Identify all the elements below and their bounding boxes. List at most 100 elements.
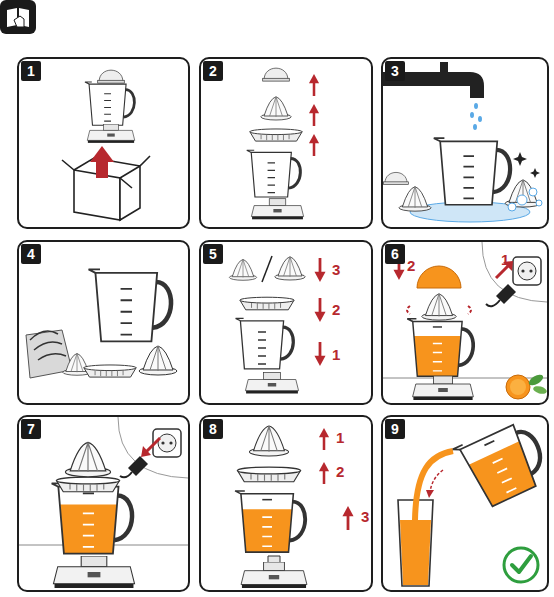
assemble-illustration [229,256,325,394]
strainer [238,467,301,482]
cone [65,442,110,476]
full-jug [235,491,305,552]
step-number: 5 [203,244,223,264]
cone-large [275,257,305,280]
step-number: 8 [203,419,223,439]
callout-number: 3 [361,509,369,525]
base [87,124,135,143]
remove-arrow [319,428,329,450]
remove-arrow [342,506,353,530]
cone [399,187,431,211]
full-jug [52,483,132,553]
lift-arrow [309,104,319,126]
water-drop [470,112,474,118]
hand [30,331,66,360]
strainer [250,129,302,141]
step-number: 3 [385,61,405,81]
unplug-arrow [146,438,160,452]
step-number: 2 [203,61,223,81]
base [413,376,474,400]
icon-background [0,0,36,34]
full-jug [453,416,553,511]
wash-illustration [383,62,542,222]
water-drop [478,116,482,122]
remove-arrow [319,462,329,484]
icon-hand [14,16,24,27]
orange-flesh [510,379,526,395]
base [251,199,303,220]
disassemble-illustration [247,68,319,219]
soap-bubble [529,188,537,196]
assemble-arrow [314,342,325,366]
lift-arrow [309,74,319,96]
step-number: 4 [21,244,41,264]
inset-border [118,417,188,478]
step-panel: 2 [199,57,373,229]
unplug-arrow-head [141,446,151,457]
wall-socket [513,257,541,285]
water-drop [474,103,478,109]
strainer [84,365,136,377]
lift-arrow [309,134,319,156]
cone [249,426,288,456]
soap-bubble [517,195,527,205]
step-panel: 5321 [199,240,373,405]
faucet-handle [440,62,448,72]
leaf [527,373,545,388]
callout-number: 1 [336,430,344,446]
callout-number: 1 [332,347,340,363]
pour-arrow [430,470,443,492]
assemble-arrow [314,258,325,282]
lid [263,68,290,81]
unbox-arrow [90,146,114,178]
unplug-illustration [19,417,188,588]
lid [384,172,409,184]
lid [98,70,125,83]
strainer [240,297,294,310]
juicing-illustration [383,242,548,400]
callout-number: 2 [336,464,344,480]
assemble-arrow [314,298,325,322]
box-side [120,166,140,220]
soap-bubble [508,203,516,211]
remove-illustration [235,426,353,588]
orange-half [417,266,461,288]
jug [236,318,294,368]
manual-icon [0,0,36,34]
cone-small [229,259,256,280]
juice-stream [415,451,453,520]
cone [139,346,177,375]
orange-slice [506,375,530,399]
step-number: 6 [385,244,405,264]
unbox-illustration [62,70,150,220]
base [245,373,298,394]
step-number: 9 [385,419,405,439]
step-panel: 7 [17,415,190,592]
step-panel: 1 [17,57,190,229]
jug [434,138,510,205]
step-number: 1 [21,61,41,81]
sparkle [513,152,540,178]
strainer [57,477,120,492]
step-panel: 9 [381,415,549,592]
cone [261,97,291,120]
jug [85,82,134,125]
plug-cord [486,300,500,306]
cone [422,294,456,320]
callout-number: 2 [332,302,340,318]
full-jug [407,319,473,377]
slash [262,256,272,282]
check-circle [504,548,538,582]
base [53,556,134,588]
soap-bubble [536,200,542,206]
step-panel: 8 1 2 3 [199,415,373,592]
callout-number: 2 [407,258,415,274]
step-panel: 4 [17,240,190,405]
serve-illustration [398,416,553,586]
callout-number: 1 [501,252,509,268]
plug-cord [120,472,132,477]
water-drop [473,124,477,130]
icon-book [7,8,29,27]
